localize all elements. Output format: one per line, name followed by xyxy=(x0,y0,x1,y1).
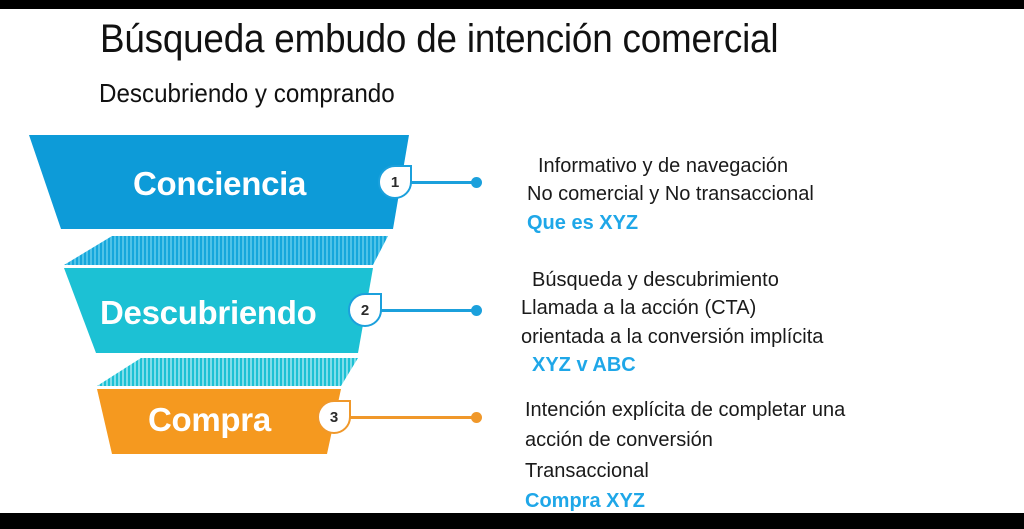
bottom-letterbox-bar xyxy=(0,513,1024,529)
top-letterbox-bar xyxy=(0,0,1024,9)
stage-3-desc-line-2: acción de conversión xyxy=(525,429,713,452)
stage-2-description: Búsqueda y descubrimiento Llamada a la a… xyxy=(521,266,823,380)
funnel-stage-3-shape[interactable] xyxy=(97,389,341,454)
leader-dot-3 xyxy=(471,412,482,423)
funnel-transition-1-shape xyxy=(64,236,388,265)
funnel-step-badge-1[interactable]: 1 xyxy=(378,165,412,199)
leader-dot-1 xyxy=(471,177,482,188)
funnel-stage-1-label: Conciencia xyxy=(133,165,307,202)
stage-2-desc-line-1: Búsqueda y descubrimiento xyxy=(532,269,779,291)
stage-2-query-example: XYZ v ABC xyxy=(532,354,636,377)
leader-line-1 xyxy=(404,181,476,184)
funnel-stage-2-label: Descubriendo xyxy=(100,294,317,331)
stage-2-desc-line-2: Llamada a la acción (CTA) xyxy=(521,297,757,320)
stage-1-query-example: Que es XYZ xyxy=(527,211,639,234)
funnel-stage-1-shape[interactable] xyxy=(29,135,409,229)
page-subtitle: Descubriendo y comprando xyxy=(99,78,395,108)
leader-dot-2 xyxy=(471,305,482,316)
funnel-stage-3-label: Compra xyxy=(148,401,271,438)
funnel-transition-2-shape xyxy=(97,358,358,386)
stage-3-desc-line-3: Transaccional xyxy=(525,459,649,482)
stage-1-description: Informativo y de navegación No comercial… xyxy=(527,152,814,237)
stage-3-desc-line-1: Intención explícita de completar una xyxy=(525,399,846,421)
stage-1-desc-line-2: No comercial y No transaccional xyxy=(527,183,814,206)
funnel-diagram xyxy=(0,125,520,470)
stage-1-desc-line-1: Informativo y de navegación xyxy=(538,155,789,177)
stage-2-desc-line-3: orientada a la conversión implícita xyxy=(521,325,824,348)
stage-3-query-example: Compra XYZ xyxy=(525,490,646,513)
funnel-stage-2-shape[interactable] xyxy=(64,268,373,353)
page-title: Búsqueda embudo de intención comercial xyxy=(100,17,779,61)
funnel-step-badge-3[interactable]: 3 xyxy=(317,400,351,434)
funnel-shapes xyxy=(29,135,409,454)
funnel-step-badge-2[interactable]: 2 xyxy=(348,293,382,327)
leader-line-2 xyxy=(374,309,476,312)
leader-line-3 xyxy=(343,416,475,419)
stage-3-description: Intención explícita de completar una acc… xyxy=(525,395,845,517)
